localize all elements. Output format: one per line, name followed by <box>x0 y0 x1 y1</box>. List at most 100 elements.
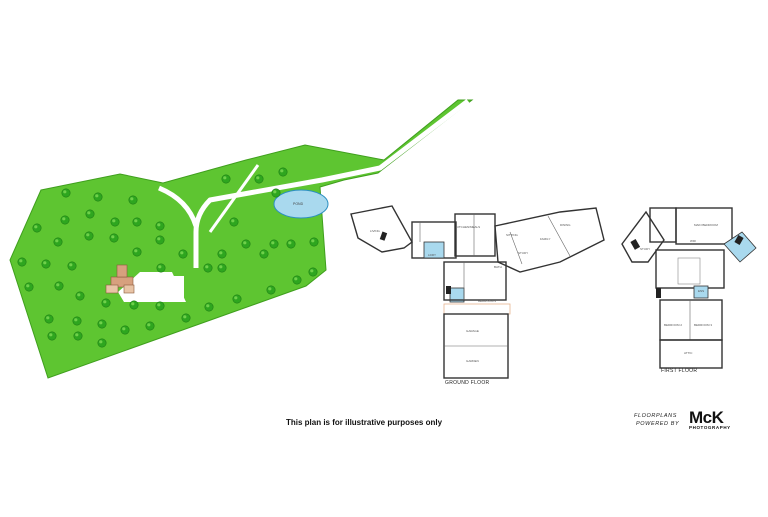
disclaimer-text: This plan is for illustrative purposes o… <box>286 418 443 427</box>
tree-highlight <box>75 333 79 337</box>
room-garage: GARAGE <box>466 329 479 333</box>
room-bedroom4: BEDROOM 4 <box>478 299 496 303</box>
tree-highlight <box>311 239 315 243</box>
tree-icon <box>155 235 165 245</box>
tree-icon <box>109 233 119 243</box>
tree-highlight <box>62 217 66 221</box>
tree-icon <box>229 217 239 227</box>
room-bedroom3: BEDROOM 3 <box>694 323 712 327</box>
tree-icon <box>271 188 281 198</box>
tree-highlight <box>223 176 227 180</box>
tree-icon <box>178 249 188 259</box>
tree-highlight <box>231 219 235 223</box>
tree-highlight <box>69 263 73 267</box>
tree-icon <box>129 300 139 310</box>
room-garden: GARDEN <box>466 359 479 363</box>
tree-icon <box>75 291 85 301</box>
tree-highlight <box>49 333 53 337</box>
tree-icon <box>128 195 138 205</box>
room-living: LIVING <box>370 229 381 233</box>
tree-icon <box>84 231 94 241</box>
tree-icon <box>85 209 95 219</box>
tree-highlight <box>131 302 135 306</box>
tree-icon <box>232 294 242 304</box>
tree-icon <box>97 338 107 348</box>
tree-highlight <box>26 284 30 288</box>
tree-highlight <box>294 277 298 281</box>
tree-highlight <box>56 283 60 287</box>
tree-highlight <box>273 190 277 194</box>
tree-highlight <box>310 269 314 273</box>
tree-icon <box>110 217 120 227</box>
driveway-branch <box>158 185 199 227</box>
room-family: FAMILY <box>540 237 550 241</box>
tree-highlight <box>111 235 115 239</box>
room-kitchen: KITCHEN/MEALS <box>456 225 480 229</box>
tree-highlight <box>19 259 23 263</box>
tree-icon <box>308 267 318 277</box>
tree-icon <box>54 281 64 291</box>
tree-highlight <box>95 194 99 198</box>
tree-highlight <box>112 219 116 223</box>
tree-icon <box>32 223 42 233</box>
tree-highlight <box>243 241 247 245</box>
tree-icon <box>93 192 103 202</box>
tree-icon <box>44 314 54 324</box>
tree-icon <box>204 302 214 312</box>
tree-highlight <box>77 293 81 297</box>
tree-icon <box>47 331 57 341</box>
tree-highlight <box>280 169 284 173</box>
tree-icon <box>155 221 165 231</box>
tree-highlight <box>43 261 47 265</box>
tree-icon <box>132 247 142 257</box>
pond-label: POND <box>293 202 304 206</box>
brand-name: McK <box>689 408 724 427</box>
tree-group <box>17 167 319 348</box>
brand-sub: PHOTOGRAPHY <box>689 425 731 430</box>
tree-highlight <box>122 327 126 331</box>
room-attic: ATTIC <box>684 351 693 355</box>
tree-icon <box>67 261 77 271</box>
tree-icon <box>120 325 130 335</box>
tree-icon <box>73 331 83 341</box>
tree-highlight <box>219 251 223 255</box>
brand-logo: FLOORPLANS POWERED BY McK PHOTOGRAPHY <box>634 408 758 434</box>
tree-icon <box>72 316 82 326</box>
tree-highlight <box>234 296 238 300</box>
driveway <box>193 99 470 268</box>
room-main-bedroom: MAIN BEDROOM <box>694 223 718 227</box>
tree-highlight <box>261 251 265 255</box>
tree-highlight <box>180 251 184 255</box>
room-laundry: LDRY <box>428 253 436 257</box>
tree-highlight <box>183 315 187 319</box>
room-ens: ENS <box>698 289 704 293</box>
tree-highlight <box>288 241 292 245</box>
tree-icon <box>24 282 34 292</box>
room-sitting: SITTING <box>506 233 518 237</box>
tree-highlight <box>268 287 272 291</box>
tree-icon <box>217 263 227 273</box>
tree-highlight <box>205 265 209 269</box>
tree-icon <box>241 239 251 249</box>
tree-icon <box>217 249 227 259</box>
tree-icon <box>155 301 165 311</box>
tree-icon <box>101 298 111 308</box>
room-dining: DINING <box>560 223 571 227</box>
tree-icon <box>278 167 288 177</box>
tree-icon <box>254 174 264 184</box>
tree-highlight <box>63 190 67 194</box>
brand-line1: FLOORPLANS <box>634 413 677 419</box>
room-wir: WIR <box>690 239 697 243</box>
tree-highlight <box>157 237 161 241</box>
shed <box>168 276 184 300</box>
tree-highlight <box>157 223 161 227</box>
tree-icon <box>309 237 319 247</box>
tree-highlight <box>87 211 91 215</box>
site-plan: POND <box>9 99 474 379</box>
tree-icon <box>41 259 51 269</box>
tree-icon <box>266 285 276 295</box>
tree-highlight <box>256 176 260 180</box>
first-floor-label: FIRST FLOOR <box>661 368 698 374</box>
